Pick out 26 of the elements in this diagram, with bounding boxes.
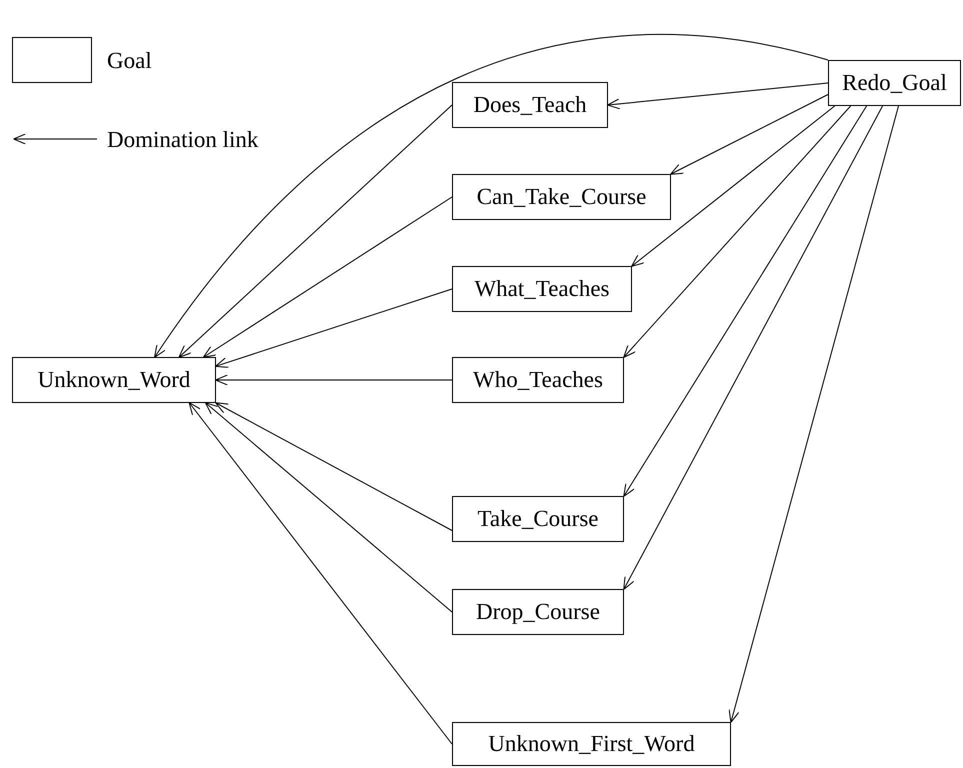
goal-box: Drop_Course bbox=[452, 589, 624, 635]
arrow bbox=[202, 196, 452, 358]
arrow bbox=[215, 402, 452, 531]
arrow bbox=[215, 374, 452, 386]
arrow bbox=[623, 106, 868, 497]
arrow bbox=[623, 106, 884, 590]
goal-box: Does_Teach bbox=[452, 82, 608, 128]
goal-box: Take_Course bbox=[452, 496, 624, 542]
goal-box: Unknown_First_Word bbox=[452, 722, 731, 766]
arrow bbox=[188, 402, 452, 744]
arrow bbox=[623, 106, 852, 358]
goal-box: Can_Take_Course bbox=[452, 174, 671, 220]
goal-box: Who_Teaches bbox=[452, 357, 624, 403]
legend-label: Goal bbox=[107, 49, 152, 72]
arrow bbox=[631, 106, 836, 267]
arrow bbox=[204, 402, 452, 612]
arrow bbox=[728, 106, 899, 723]
goal-box: Redo_Goal bbox=[828, 60, 961, 106]
legend-label: Domination link bbox=[107, 128, 258, 151]
arrow bbox=[670, 94, 828, 175]
goal-box: Unknown_Word bbox=[12, 357, 216, 403]
goal-box: What_Teaches bbox=[452, 266, 632, 312]
arrow bbox=[607, 82, 828, 110]
arrow bbox=[154, 34, 828, 358]
arrow bbox=[178, 104, 452, 358]
arrow bbox=[215, 288, 452, 368]
